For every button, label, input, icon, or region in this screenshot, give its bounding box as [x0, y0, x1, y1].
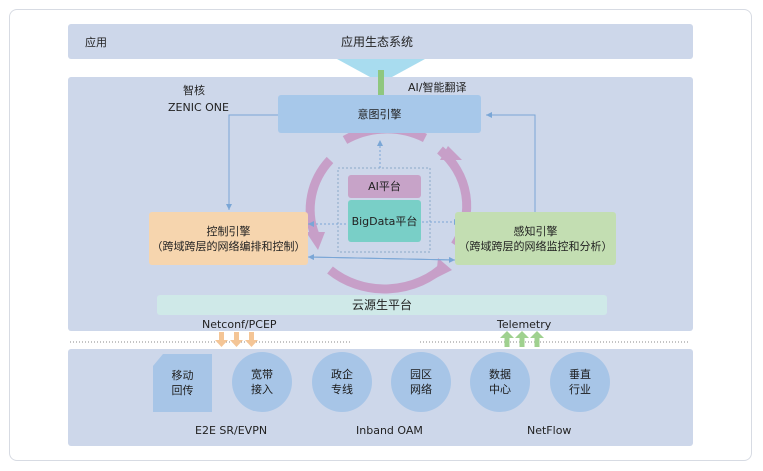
cloud-native-platform-bar: 云源生平台 [157, 295, 607, 315]
cycle-arrowhead-right [440, 146, 462, 160]
outer-frame [9, 9, 752, 461]
node-label-line1: 数据 [489, 368, 511, 381]
northbound-interface-label: Telemetry [497, 318, 552, 331]
southbound-arrows [215, 332, 258, 347]
network-node-mobile-backhaul: 移动 回传 [153, 354, 212, 412]
cycle-arrowhead-left [306, 232, 325, 250]
control-engine-box: 控制引擎 （跨域跨层的网络编排和控制） [149, 212, 308, 265]
perception-engine-box: 感知引擎 （跨域跨层的网络监控和分析） [455, 212, 616, 265]
bigdata-platform-label: BigData平台 [351, 214, 418, 228]
control-engine-subtitle: （跨域跨层的网络编排和控制） [151, 239, 306, 253]
mobile-backhaul-shape [153, 354, 212, 412]
perception-engine-title: 感知引擎 [513, 224, 558, 238]
node-label-line2: 行业 [569, 383, 591, 396]
zenic-brand-cn: 智核 [183, 84, 205, 97]
node-label-line1: 政企 [331, 368, 353, 381]
application-ecosystem-title: 应用生态系统 [341, 35, 414, 49]
perception-engine-subtitle: （跨域跨层的网络监控和分析） [458, 239, 613, 253]
node-label-line2: 接入 [251, 383, 273, 396]
node-label-line2: 专线 [331, 383, 353, 396]
node-label-line1: 垂直 [569, 368, 591, 381]
bigdata-platform-box: BigData平台 [348, 200, 421, 242]
ai-platform-box: AI平台 [348, 175, 421, 198]
node-label-line1: 移动 [171, 369, 194, 382]
protocol-label-sr-evpn: E2E SR/EVPN [195, 424, 268, 437]
node-label-line1: 园区 [410, 368, 432, 381]
cycle-arc-bottom [327, 261, 449, 294]
network-node-broadband-access: 宽带 接入 [232, 352, 292, 412]
protocol-label-netflow: NetFlow [527, 424, 572, 437]
node-label-line2: 回传 [171, 384, 194, 397]
ai-platform-label: AI平台 [368, 180, 401, 193]
northbound-arrows [500, 331, 544, 347]
control-engine-title: 控制引擎 [206, 224, 251, 238]
intent-engine-box: 意图引擎 [278, 95, 481, 133]
network-node-data-center: 数据 中心 [470, 352, 530, 412]
application-layer [68, 24, 693, 59]
intent-engine-label: 意图引擎 [357, 107, 402, 121]
network-node-vertical-industry: 垂直 行业 [550, 352, 610, 412]
protocol-label-inband-oam: Inband OAM [356, 424, 423, 437]
ai-translate-label: AI/智能翻译 [408, 81, 467, 94]
network-node-enterprise-line: 政企 专线 [312, 352, 372, 412]
network-node-campus-network: 园区 网络 [391, 352, 451, 412]
node-label-line2: 网络 [410, 383, 432, 396]
platform-dotted-box [337, 167, 431, 253]
application-label: 应用 [85, 36, 107, 49]
node-label-line2: 中心 [489, 383, 511, 396]
zenic-brand-en: ZENIC ONE [168, 101, 229, 114]
node-label-line1: 宽带 [251, 368, 273, 381]
cycle-arrowhead-bottom [436, 258, 452, 278]
southbound-interface-label: Netconf/PCEP [202, 318, 277, 331]
funnel-shape [337, 59, 425, 77]
cloud-native-platform-label: 云源生平台 [351, 297, 412, 312]
